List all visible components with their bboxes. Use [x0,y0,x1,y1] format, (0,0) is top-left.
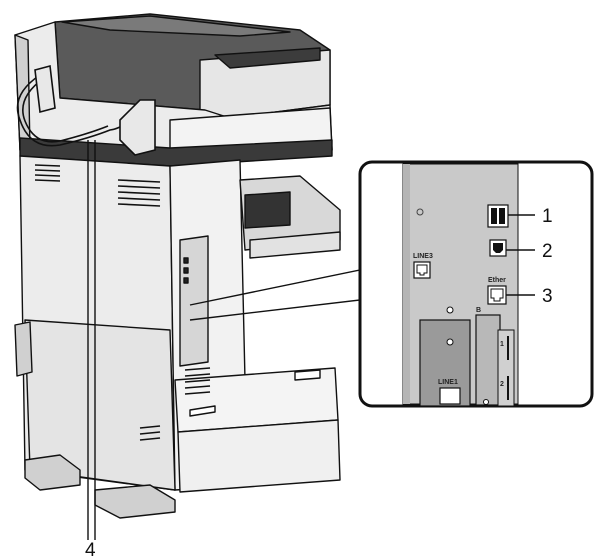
printer-illustration [14,13,341,519]
line3-label: LINE3 [413,253,433,260]
callout-1: 1 [542,206,553,227]
slot-2-label: 2 [500,381,504,388]
rear-connector-panel [179,235,209,367]
expansion-slot-b: B 1 2 [475,307,515,407]
ethernet-port [487,285,507,305]
callout-3: 3 [542,286,553,307]
paper-tray-lower [177,419,341,493]
stand-foot-right [94,484,176,519]
usb-host-port [487,204,509,228]
fax-board-slot: LINE1 [419,306,471,407]
power-cables [16,64,156,156]
callout-leaders [506,214,535,296]
vent-grilles [34,164,211,441]
line3-port [413,261,431,279]
callout-4-leaders [87,140,96,540]
callout-2: 2 [542,241,553,262]
inset-detail-view: Ether LINE3 LINE1 B 1 2 [358,160,594,408]
usb-device-port [489,239,507,257]
line1-label: LINE1 [438,379,458,386]
slot-b-label: B [476,307,481,314]
rear-lower-panel [24,319,176,491]
ether-label: Ether [488,277,506,284]
slot-1-label: 1 [500,341,504,348]
stand-foot-left [24,454,81,491]
callout-4: 4 [85,540,96,559]
